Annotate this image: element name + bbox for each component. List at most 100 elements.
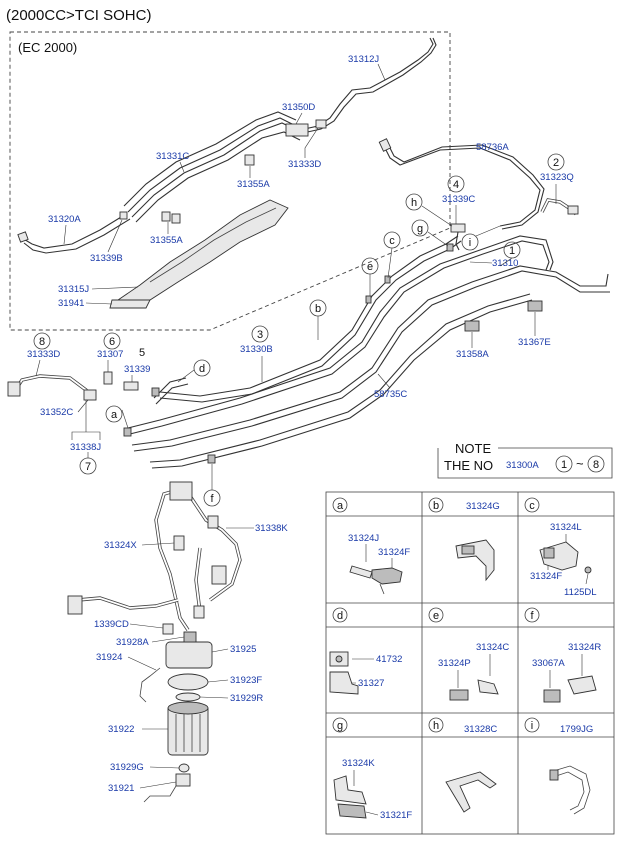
hose-31324X [77, 488, 190, 631]
clip-d [151, 387, 160, 397]
circle-3: 3 [251, 325, 269, 343]
label-31339C: 31339C [442, 194, 475, 205]
inset-clip-31355A-b [161, 211, 171, 222]
label-31333D-inset: 31333D [288, 159, 321, 170]
detail-c-part-3: 1125DL [564, 587, 597, 598]
clamp-mid [211, 565, 227, 585]
detail-g-part-1: 31324K [342, 758, 375, 769]
inset-connector-31350D [285, 123, 309, 137]
detail-a-part-1: 31324J [348, 533, 379, 544]
o-ring-31929R [175, 692, 201, 702]
inset-clip-31355A-c [171, 213, 181, 224]
diagram-title: (2000CC>TCI SOHC) [6, 7, 151, 24]
circle-5: 5 [139, 347, 145, 359]
clip-f [207, 454, 216, 464]
detail-h: 31328C [445, 724, 497, 813]
clip-31358A [464, 320, 480, 332]
label-31922: 31922 [108, 724, 134, 735]
label-1339CD: 1339CD [94, 619, 129, 630]
label-31330B: 31330B [240, 344, 273, 355]
part-31323Q [540, 198, 579, 216]
circle-e-text: e [367, 261, 373, 273]
detail-b: 31324G [455, 501, 500, 582]
detail-f-letter: f [530, 610, 534, 622]
detail-i-letter: i [531, 720, 533, 732]
circle-8-text: 8 [39, 336, 45, 348]
detail-b-letter: b [433, 500, 439, 512]
clip-g [446, 243, 454, 252]
note-from: 1 [561, 459, 567, 471]
label-31331C: 31331C [156, 151, 189, 162]
fuel-filter-31922 [167, 701, 209, 756]
circle-a-text: a [111, 409, 118, 421]
label-31312J: 31312J [348, 54, 379, 65]
label-58735C: 58735C [374, 389, 407, 400]
label-31350D: 31350D [282, 102, 315, 113]
part-31307 [103, 371, 113, 385]
circle-i-text: i [469, 237, 471, 249]
circle-b-text: b [315, 303, 321, 315]
circle-6-text: 6 [109, 336, 115, 348]
detail-c-part-2: 31324F [530, 571, 562, 582]
circle-e: e [361, 257, 379, 275]
detail-d-part-1: 41732 [376, 654, 402, 665]
detail-f-part-1: 31324R [568, 642, 601, 653]
inset-pipe-31320A [17, 213, 131, 254]
detail-h-part-1: 31328C [464, 724, 497, 735]
detail-e-part-1: 31324C [476, 642, 509, 653]
clip-31367E [527, 300, 543, 312]
detail-e: 31324C 31324P [438, 642, 509, 701]
circle-h-text: h [411, 197, 417, 209]
inset-pipe-31312J [299, 37, 437, 134]
inset-title: (EC 2000) [18, 40, 77, 55]
detail-c-letter: c [529, 500, 535, 512]
label-31924: 31924 [96, 652, 122, 663]
label-31928A: 31928A [116, 637, 149, 648]
label-31352C: 31352C [40, 407, 73, 418]
sensor-31921 [143, 773, 191, 803]
part-31339 [123, 381, 139, 391]
circle-i: i [461, 233, 479, 251]
filter-valve-31928A [183, 631, 197, 643]
detail-i: 1799JG [549, 724, 593, 815]
circle-8: 8 [33, 332, 51, 350]
detail-d-part-2: 31327 [358, 678, 384, 689]
inset-pipe-31331C [123, 111, 304, 223]
detail-d: 41732 31327 [329, 651, 402, 695]
label-31367E: 31367E [518, 337, 551, 348]
hose-31333D [7, 374, 97, 401]
circle-a: a [105, 405, 123, 423]
o-ring-31929G [178, 763, 190, 773]
circle-g-text: g [417, 223, 423, 235]
main-pipe-58736A [378, 138, 545, 230]
note-ref: 31300A [506, 460, 539, 471]
detail-a: 31324J 31324F [348, 533, 410, 595]
sensor-wire-31924 [139, 667, 161, 703]
note-box: NOTE THE NO 31300A 1 ~ 8 [437, 441, 613, 479]
note-to: 8 [593, 459, 599, 471]
label-31323Q: 31323Q [540, 172, 574, 183]
circle-2-text: 2 [553, 157, 559, 169]
circle-f: f [203, 489, 221, 507]
label-58736A: 58736A [476, 142, 509, 153]
detail-i-part-1: 1799JG [560, 724, 593, 735]
circle-3-text: 3 [257, 329, 263, 341]
circle-f-text: f [210, 493, 214, 505]
detail-g: 31324K 31321F [333, 758, 412, 821]
label-31333D: 31333D [27, 349, 60, 360]
detail-g-letter: g [337, 720, 343, 732]
label-31324X: 31324X [104, 540, 137, 551]
detail-grid [325, 491, 615, 835]
circle-d: d [193, 359, 211, 377]
detail-e-part-2: 31324P [438, 658, 471, 669]
detail-f: 31324R 33067A [532, 642, 601, 703]
label-31921: 31921 [108, 783, 134, 794]
detail-b-part-1: 31324G [466, 501, 500, 512]
part-1339CD [162, 623, 174, 635]
circle-4-text: 4 [453, 179, 459, 191]
part-31339C [450, 223, 466, 251]
label-31338J: 31338J [70, 442, 101, 453]
inset-clip-31339B [119, 211, 128, 220]
clip-e [365, 295, 372, 304]
